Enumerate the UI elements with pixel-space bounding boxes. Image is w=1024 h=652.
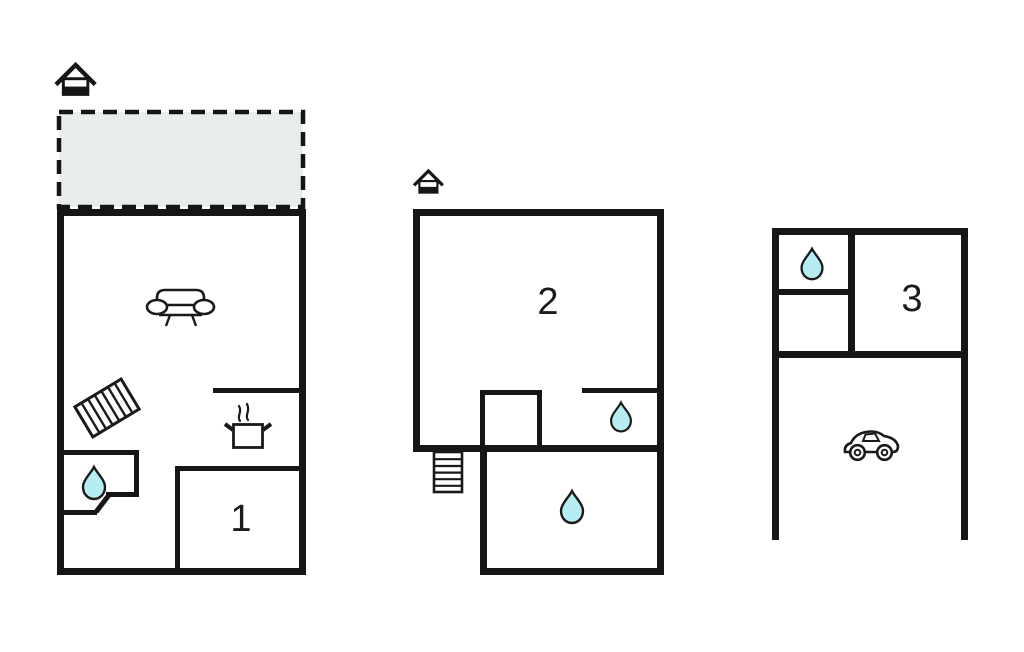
room-label-2: 2 bbox=[537, 281, 558, 323]
water-drop-icon bbox=[800, 247, 824, 281]
wall-segment bbox=[57, 209, 64, 575]
wall-segment bbox=[480, 445, 487, 575]
water-drop-icon bbox=[81, 465, 107, 501]
kitchen-wall bbox=[213, 388, 299, 393]
terrace-area bbox=[56, 109, 306, 210]
bathroom-wall bbox=[57, 450, 134, 455]
floor2-walls bbox=[413, 209, 664, 575]
water-drop-icon bbox=[610, 401, 632, 433]
wall-segment bbox=[848, 228, 855, 358]
wall-segment bbox=[772, 289, 848, 295]
wall-segment bbox=[413, 209, 420, 452]
stairs-icon bbox=[432, 450, 464, 494]
water-drop-icon bbox=[559, 489, 585, 525]
bathroom-diagonal-wall bbox=[94, 493, 111, 514]
bathroom-wall bbox=[57, 510, 97, 515]
car-icon bbox=[843, 430, 900, 462]
closet-wall bbox=[537, 390, 542, 445]
bathroom-wall bbox=[106, 492, 139, 497]
wall-segment bbox=[772, 228, 968, 235]
sofa-icon bbox=[145, 288, 216, 327]
wall-segment bbox=[413, 445, 664, 452]
floor-plan-section-3: 3 bbox=[772, 228, 968, 540]
room-label-3: 3 bbox=[901, 278, 922, 320]
wall-segment bbox=[57, 209, 306, 216]
wall-segment bbox=[413, 209, 664, 216]
entrance-house-icon bbox=[56, 65, 95, 94]
floor1-walls bbox=[57, 209, 306, 575]
wall-segment bbox=[299, 209, 306, 575]
stairs-icon bbox=[72, 377, 142, 439]
wall-segment bbox=[480, 568, 664, 575]
cooking-pot-icon bbox=[223, 402, 273, 449]
room-label-1: 1 bbox=[230, 498, 251, 540]
entrance-house-icon bbox=[412, 169, 445, 195]
room1-wall bbox=[175, 466, 299, 471]
bathroom-wall bbox=[134, 450, 139, 497]
wall-segment bbox=[57, 568, 306, 575]
wall-segment bbox=[772, 228, 779, 540]
wall-segment bbox=[961, 228, 968, 540]
closet-wall bbox=[480, 390, 485, 445]
room1-wall bbox=[175, 466, 180, 568]
wall-segment bbox=[772, 351, 968, 358]
floor3-walls bbox=[772, 228, 968, 540]
shower-wall bbox=[582, 388, 664, 393]
closet-wall bbox=[480, 390, 542, 395]
floor-plan-section-1: 1 bbox=[56, 65, 306, 575]
floor-plan-section-2: 2 bbox=[412, 169, 664, 575]
